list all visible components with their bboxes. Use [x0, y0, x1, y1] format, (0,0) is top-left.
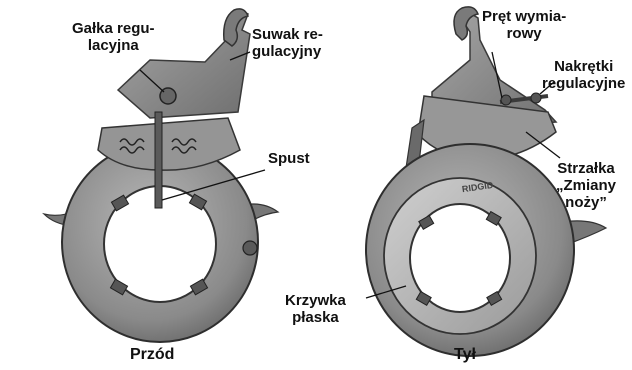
- label-adjusting-knob: Gałka regu-lacyjna: [72, 20, 155, 54]
- label-adjusting-slider: Suwak re-gulacyjny: [252, 26, 323, 60]
- label-trigger: Spust: [268, 150, 310, 167]
- back-nut-right: [531, 93, 541, 103]
- front-trigger: [155, 112, 162, 208]
- front-side-bolt: [243, 241, 257, 255]
- caption-front: Przód: [130, 346, 174, 364]
- caption-back: Tył: [454, 346, 476, 364]
- back-nut-left: [501, 95, 511, 105]
- label-measuring-rod: Pręt wymia-rowy: [482, 8, 566, 42]
- front-die-head: [44, 9, 278, 342]
